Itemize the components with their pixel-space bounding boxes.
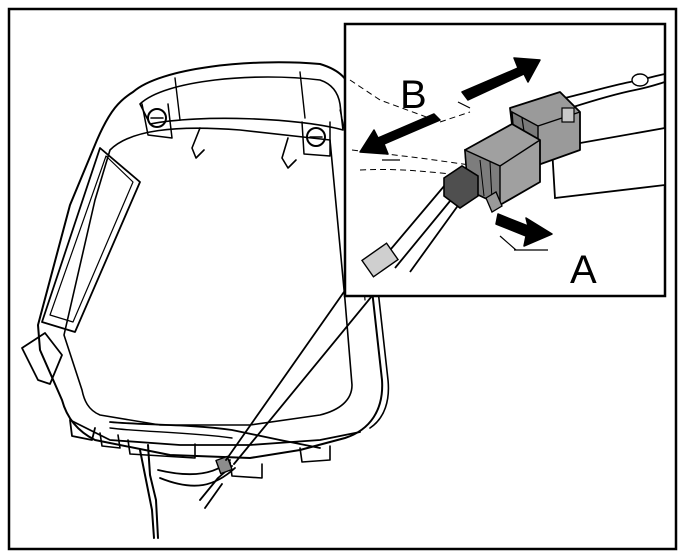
connector-latch (443, 165, 479, 209)
label-a: A (570, 248, 597, 292)
wire-harness-lower (109, 421, 321, 449)
detail-wire-upper (564, 73, 666, 109)
figure-border (7, 7, 678, 551)
connector-male (443, 123, 541, 213)
arrow-b (359, 57, 541, 161)
headrest-guide-right (306, 127, 326, 147)
headrest-contour (139, 76, 344, 131)
leader-lines (225, 261, 396, 465)
wire-hook-left (191, 127, 205, 159)
wire-harness-down (139, 444, 159, 539)
arrow-down-right-icon (495, 213, 553, 247)
harness-clamp (215, 455, 233, 475)
headrest-guide-left (147, 108, 167, 128)
bottom-frame (69, 419, 361, 446)
double-arrow-icon (461, 57, 541, 101)
seat-back (21, 61, 396, 539)
seat-back-inner-panel (63, 127, 353, 426)
side-tab-left (21, 332, 63, 385)
headrest-top-line (174, 71, 306, 121)
detail-callout: B A (343, 22, 667, 298)
side-panel-left (41, 147, 141, 333)
seat-back-outline (37, 61, 384, 459)
label-b: B (400, 73, 427, 117)
arrow-a (495, 213, 553, 251)
wire-hook-right (281, 137, 297, 169)
